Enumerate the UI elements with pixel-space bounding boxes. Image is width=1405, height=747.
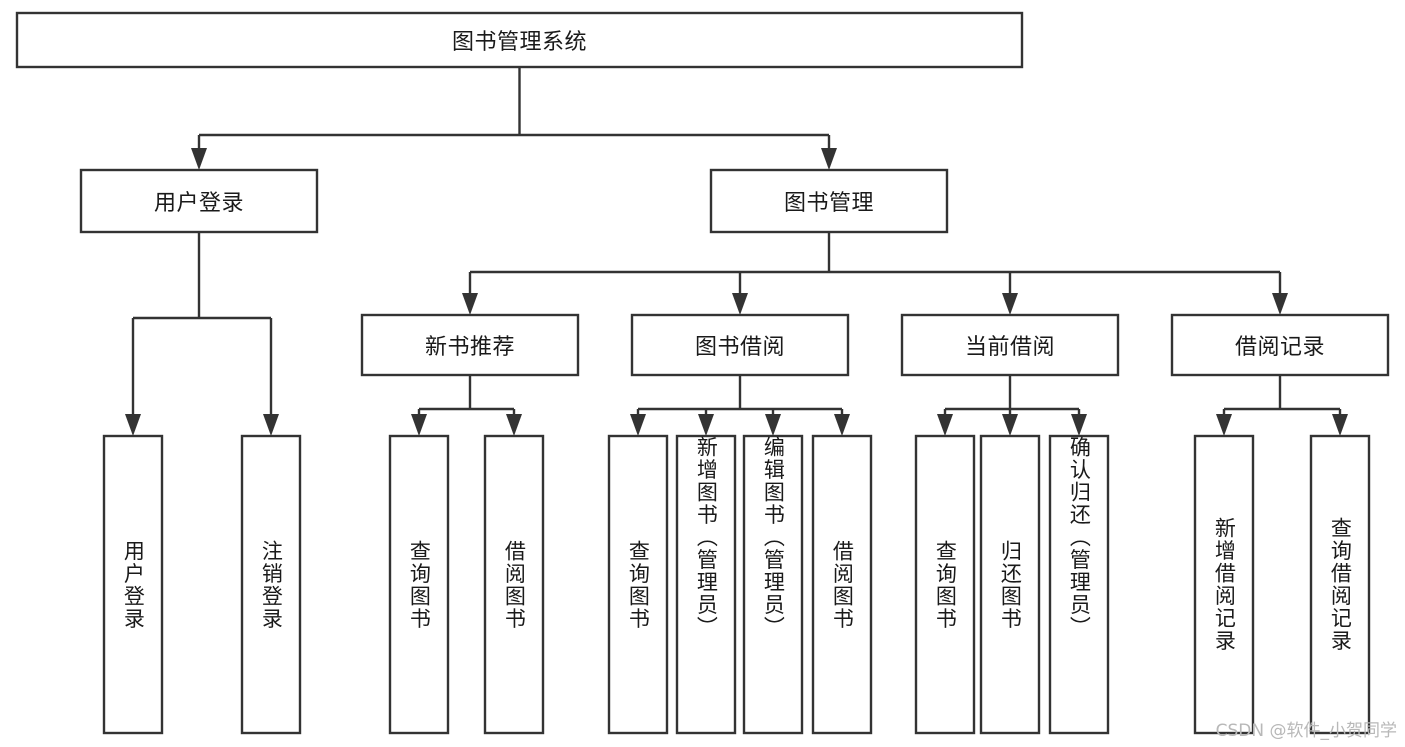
arrow-icon (506, 414, 522, 436)
leaf-book-borrow-3[interactable] (811, 434, 873, 735)
node-book-management[interactable] (709, 168, 949, 234)
connectors-newbook-to-leaves (411, 375, 522, 436)
leaf-current-borrow-1[interactable] (979, 434, 1041, 735)
leaf-book-borrow-2[interactable] (742, 434, 804, 735)
leaf-new-book-1[interactable] (483, 434, 545, 735)
leaf-new-book-0[interactable] (388, 434, 450, 735)
arrow-icon (937, 414, 953, 436)
node-user-login[interactable] (79, 168, 319, 234)
arrow-icon (1332, 414, 1348, 436)
arrow-icon (263, 414, 279, 436)
arrow-icon (411, 414, 427, 436)
connectors-root-to-level2 (191, 67, 837, 170)
node-borrow-record[interactable] (1170, 313, 1390, 377)
arrow-icon (1002, 293, 1018, 315)
leaf-user-login-1[interactable] (240, 434, 302, 735)
leaf-book-borrow-1[interactable] (675, 434, 737, 735)
leaf-borrow-record-1[interactable] (1309, 434, 1371, 735)
arrow-icon (1002, 414, 1018, 436)
node-new-book-recommend[interactable] (360, 313, 580, 377)
arrow-icon (1272, 293, 1288, 315)
leaf-book-borrow-0[interactable] (607, 434, 669, 735)
leaf-current-borrow-0[interactable] (914, 434, 976, 735)
node-book-borrow[interactable] (630, 313, 850, 377)
arrow-icon (191, 148, 207, 170)
arrow-icon (834, 414, 850, 436)
node-root[interactable] (15, 11, 1024, 69)
node-current-borrow[interactable] (900, 313, 1120, 377)
arrow-icon (630, 414, 646, 436)
arrow-icon (765, 414, 781, 436)
leaf-current-borrow-2[interactable] (1048, 434, 1110, 735)
arrow-icon (698, 414, 714, 436)
leaf-borrow-record-0[interactable] (1193, 434, 1255, 735)
connectors-currentborrow-to-leaves (937, 375, 1087, 436)
arrow-icon (1216, 414, 1232, 436)
connectors-bookmgmt-to-level3 (462, 232, 1288, 315)
arrow-icon (732, 293, 748, 315)
arrow-icon (462, 293, 478, 315)
leaf-user-login-0[interactable] (102, 434, 164, 735)
arrow-icon (821, 148, 837, 170)
connectors-borrowrecord-to-leaves (1216, 375, 1348, 436)
connectors-bookborrow-to-leaves (630, 375, 850, 436)
connectors-userlogin-to-leaves (125, 232, 279, 436)
arrow-icon (1071, 414, 1087, 436)
arrow-icon (125, 414, 141, 436)
